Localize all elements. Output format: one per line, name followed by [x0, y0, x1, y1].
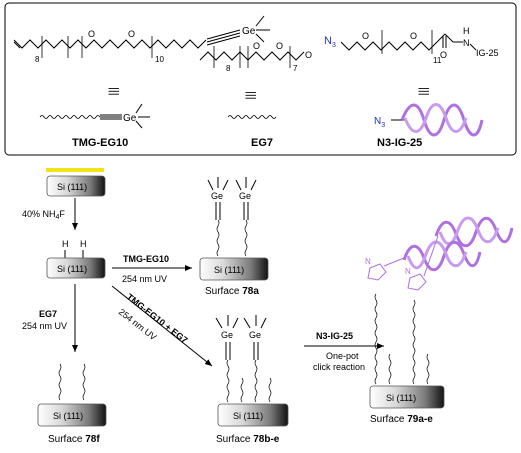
chip-78be-label: Si (111): [233, 411, 263, 421]
n3-ig25-simple-azide: N3: [374, 116, 385, 129]
step-eg7-cond: 254 nm UV: [22, 321, 67, 331]
eg7-repeat-7: 7: [293, 64, 298, 73]
eg7-simplified: [227, 115, 277, 119]
eg7-equiv: |||: [245, 91, 257, 100]
tmg-eg10-structure: [13, 15, 270, 58]
tmg-eg10-oxygen-2: O: [128, 29, 135, 39]
arrow-mix: [111, 285, 213, 367]
step-tmg-reagent: TMG-EG10: [123, 254, 169, 264]
eg7-repeat-8: 8: [226, 64, 231, 73]
molecules-panel: [4, 2, 517, 156]
chip-78f: [37, 403, 107, 427]
chip-79ae-label: Si (111): [386, 393, 416, 403]
eg7-oxygen-3: O: [305, 50, 312, 60]
surface-78be-caption: Surface 78b-e: [216, 434, 280, 445]
chip-h: [46, 257, 106, 279]
surface-78be-linkers: [215, 315, 272, 403]
surface-78be-ge-1: Ge: [221, 330, 233, 340]
chip-78f-label: Si (111): [53, 411, 83, 421]
surface-78f-caption: Surface 78f: [48, 434, 100, 445]
chip-78a-label: Si (111): [214, 265, 244, 275]
tmg-eg10-oxygen-1: O: [88, 29, 95, 39]
step-click-cond1: One-pot: [326, 351, 359, 361]
n3-ig25-h: H: [463, 26, 470, 36]
eg7-oxygen-1: O: [253, 41, 260, 51]
tmg-eg10-repeat-10: 10: [155, 55, 164, 64]
n3-ig25-oxygen-2: O: [410, 31, 417, 41]
gold-layer: [46, 168, 104, 172]
triazole-n-2: N: [405, 267, 411, 276]
surface-79ae-linkers: [374, 293, 430, 385]
chip-78be: [217, 403, 289, 427]
tmg-eg10-ge-atom: Ge: [242, 26, 256, 37]
step-nh4f: 40% NH4F: [22, 209, 65, 221]
step-eg7-reagent: EG7: [39, 309, 57, 319]
n3-ig25-oxygen-1: O: [362, 31, 369, 41]
n3-ig25-azide: N3: [324, 35, 336, 49]
surface-79ae-helices: [402, 216, 514, 272]
tmg-eg10-simplified: [39, 103, 150, 129]
tmg-eg10-equiv: |||: [108, 87, 120, 96]
n3-ig25-chain: [340, 30, 463, 54]
chip-78a: [199, 257, 269, 281]
step-click-cond2: click reaction: [313, 362, 365, 372]
n3-ig25-equiv: |||: [418, 87, 430, 96]
n3-ig25-repeat-11: 11: [433, 56, 442, 65]
chip-79ae: [369, 385, 445, 409]
surface-78f-linkers: [58, 363, 86, 401]
n3-ig25-carbonyl-o: O: [440, 50, 447, 60]
triazole-n-1: N: [365, 257, 371, 266]
h-atom-2: H: [80, 239, 87, 249]
eg7-oxygen-2: O: [276, 41, 283, 51]
step-click-reagent: N3-IG-25: [316, 331, 353, 341]
chip-h-label: Si (111): [57, 264, 87, 274]
surface-78a-ge-2: Ge: [239, 191, 251, 201]
n3-ig25-peptide: IG-25: [476, 48, 499, 58]
chip-start-label: Si (111): [57, 182, 87, 192]
n3-ig25-n: N: [463, 38, 470, 48]
n3-ig25-label: N3-IG-25: [377, 137, 422, 149]
surface-79ae-triazoles: [367, 235, 439, 291]
step-tmg-cond: 254 nm UV: [122, 274, 167, 284]
eg7-label: EG7: [251, 137, 273, 149]
peptide-helix-top: [400, 103, 484, 137]
eg7-structure: [199, 46, 305, 68]
surface-79ae-caption: Surface 79a-e: [370, 414, 433, 425]
tmg-eg10-label: TMG-EG10: [72, 137, 128, 149]
surface-78be-ge-2: Ge: [249, 330, 261, 340]
tmg-eg10-repeat-8: 8: [35, 55, 40, 64]
chip-start: [46, 175, 106, 197]
tmg-eg10-simple-ge: Ge: [123, 113, 137, 124]
surface-78a-linkers: [207, 177, 257, 257]
surface-78a-ge-1: Ge: [211, 191, 223, 201]
n3-ig25-amide-bond: [469, 43, 477, 51]
surface-78a-caption: Surface 78a: [205, 286, 259, 297]
h-atom-1: H: [62, 239, 69, 249]
